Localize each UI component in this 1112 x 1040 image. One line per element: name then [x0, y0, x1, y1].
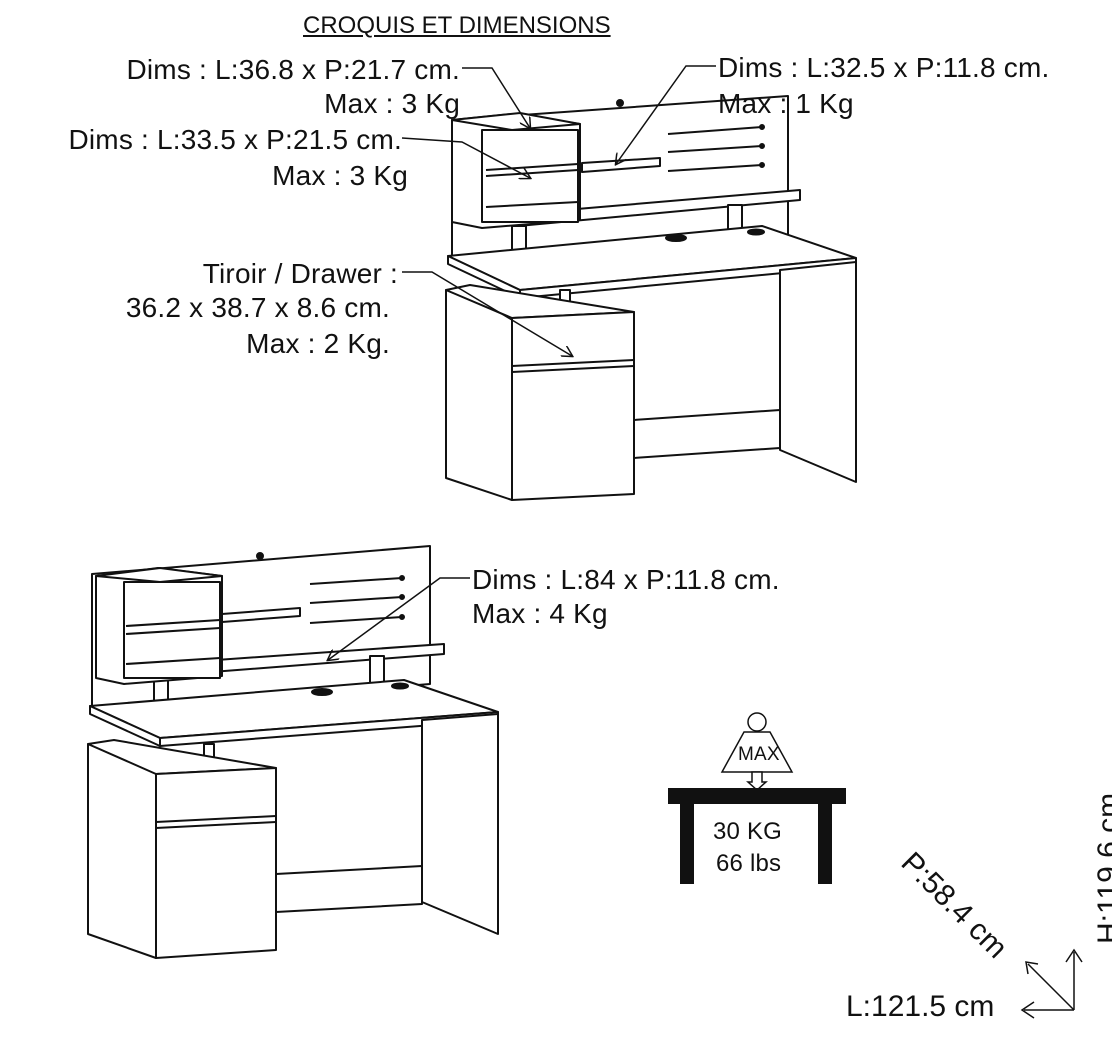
- drawer-label: Tiroir / Drawer :: [202, 258, 398, 289]
- page-title: CROQUIS ET DIMENSIONS: [303, 12, 611, 39]
- max-badge-label: MAX: [738, 744, 780, 765]
- drawer-dims: 36.2 x 38.7 x 8.6 cm.: [125, 292, 390, 323]
- top-shelf-dims: Dims : L:36.8 x P:21.7 cm.: [126, 54, 460, 85]
- middle-shelf-dims: Dims : L:33.5 x P:21.5 cm.: [68, 124, 402, 155]
- long-shelf-max: Max : 4 Kg: [472, 598, 608, 629]
- top-shelf-max: Max : 3 Kg: [324, 88, 460, 119]
- max-load-kg: 30 KG: [713, 818, 783, 845]
- desk-illustration-top: [445, 95, 857, 501]
- small-shelf-max: Max : 1 Kg: [718, 88, 854, 119]
- long-shelf-dims: Dims : L:84 x P:11.8 cm.: [472, 564, 780, 595]
- dimension-axes: [1020, 948, 1083, 1019]
- desk-illustration-bottom: [87, 545, 499, 959]
- length-dimension: L:121.5 cm: [846, 990, 995, 1023]
- height-dimension: H:119.6 cm: [1092, 792, 1112, 944]
- max-load-icon: [668, 712, 846, 884]
- drawer-max: Max : 2 Kg.: [246, 328, 390, 359]
- middle-shelf-max: Max : 3 Kg: [272, 160, 408, 191]
- leader-lines: [328, 65, 716, 660]
- max-load-lbs: 66 lbs: [716, 850, 782, 877]
- small-shelf-dims: Dims : L:32.5 x P:11.8 cm.: [718, 52, 1050, 83]
